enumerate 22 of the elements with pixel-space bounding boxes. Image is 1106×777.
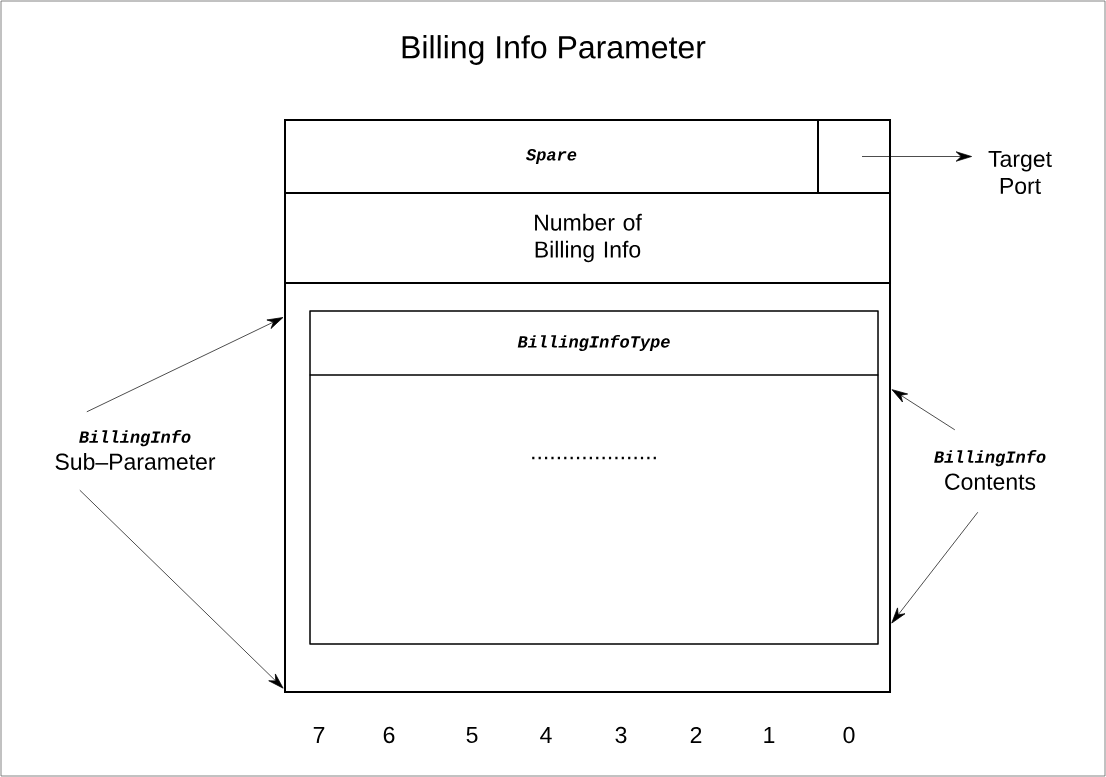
field-cell — [817, 119, 891, 194]
bit-number: 2 — [690, 727, 702, 744]
bit-number: 3 — [615, 726, 627, 744]
arrow — [86, 317, 284, 413]
field-row: BillingInfoType — [309, 310, 879, 376]
arrow — [861, 151, 972, 162]
arrow — [79, 489, 284, 689]
bit-number: 5 — [466, 727, 478, 744]
bit-number: 6 — [383, 726, 395, 744]
field-body: .................... — [309, 374, 879, 645]
title: Billing Info Parameter — [402, 35, 706, 65]
annotation-text: Target Port — [988, 151, 1052, 194]
field-row: Number of Billing Info — [284, 192, 891, 284]
annotation-text: BillingInfo Contents — [934, 450, 1046, 490]
bit-number: 0 — [843, 726, 855, 744]
annotation-text: BillingInfo Sub–Parameter — [55, 430, 216, 470]
arrow — [891, 389, 956, 431]
arrow — [891, 511, 979, 624]
bit-number: 7 — [313, 727, 325, 743]
field-row: Spare — [284, 119, 819, 194]
bit-number: 1 — [764, 727, 775, 743]
bit-number: 4 — [540, 727, 552, 743]
